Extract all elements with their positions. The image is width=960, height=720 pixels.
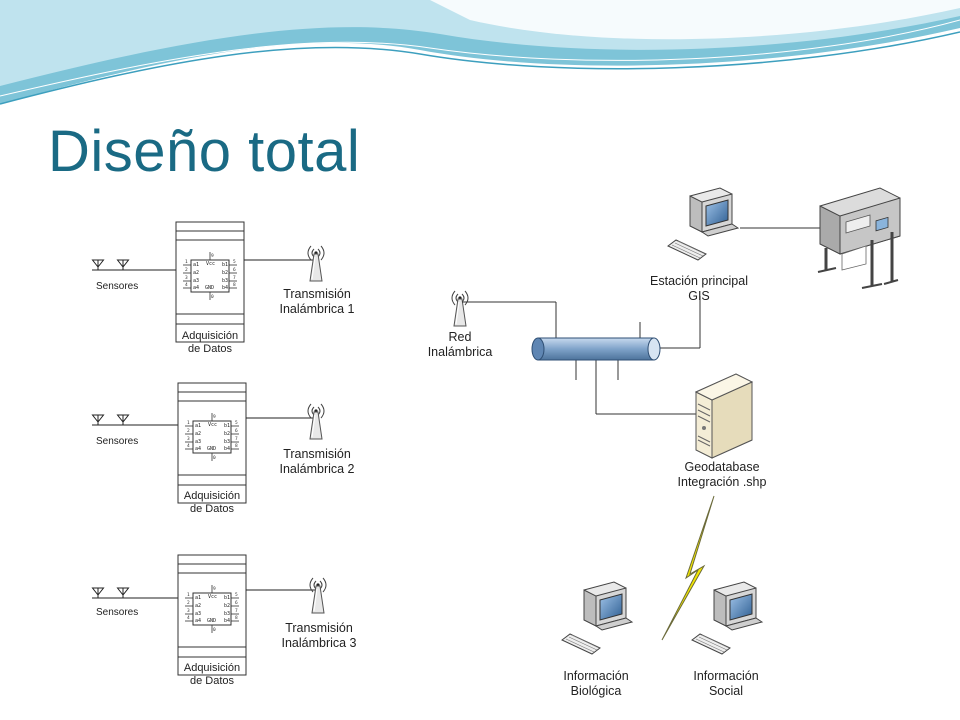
geodatabase-label: Geodatabase Integración .shp	[677, 460, 767, 489]
sensor-pair-1	[91, 259, 190, 271]
slide-title: Diseño total	[48, 119, 361, 184]
chip-pin-label: b2	[222, 270, 229, 276]
acquisition-board-3	[177, 554, 247, 676]
antenna-icon	[307, 245, 325, 282]
acquisition-board-2	[177, 382, 247, 504]
lightning-icon	[661, 495, 715, 641]
chip-pin-label: a1	[195, 595, 202, 601]
chip-pin-label: a4	[193, 285, 200, 291]
chip-pin-label: Vcc	[208, 422, 218, 428]
chip-pin-label: b1	[224, 423, 231, 429]
chip-pin-label: a3	[195, 611, 202, 617]
transmitter-label: Transmisión Inalámbrica 2	[279, 447, 355, 476]
client-computer-icon	[691, 581, 763, 655]
chip-pin-label: Vcc	[208, 594, 218, 600]
chip-pin-label: b1	[222, 262, 229, 268]
client-social-label: Información Social	[693, 669, 759, 698]
chip-pin-label: b3	[224, 439, 231, 445]
acquisition-label: Adquisición de Datos	[183, 490, 241, 515]
chip-pin-label: Vcc	[206, 261, 216, 267]
sensors-label: Sensores	[96, 607, 139, 618]
transmitter-label: Transmisión Inalámbrica 1	[279, 287, 355, 316]
chip-pin-label: a1	[193, 262, 200, 268]
chip-pin-label: a4	[195, 446, 202, 452]
sensor-pair-3	[91, 587, 192, 599]
sensors-label: Sensores	[96, 281, 139, 292]
sensor-pair-2	[91, 414, 192, 426]
server-icon	[694, 373, 754, 459]
antenna-icon	[307, 403, 325, 440]
chip-pin-label: a3	[193, 278, 200, 284]
network-links	[462, 227, 820, 415]
acquisition-label: Adquisición de Datos	[183, 662, 241, 687]
chip-pin-label: GND	[205, 285, 215, 291]
chip-pin-label: b3	[224, 611, 231, 617]
chip-pin-label: b2	[224, 603, 231, 609]
client-computer-icon	[561, 581, 633, 655]
chip-pin-label: a3	[195, 439, 202, 445]
chip-pin-label: b2	[224, 431, 231, 437]
sensors-label: Sensores	[96, 436, 139, 447]
plotter-icon	[817, 187, 901, 289]
chip-pin-label: a2	[193, 270, 200, 276]
chip-pin-label: a4	[195, 618, 202, 624]
chip-pin-label: b4	[224, 446, 231, 452]
station-label: Estación principal GIS	[650, 274, 748, 303]
antenna-icon	[451, 290, 469, 327]
chip-pin-label: a1	[195, 423, 202, 429]
workstation-icon	[667, 187, 739, 261]
chip-pin-label: GND	[207, 446, 217, 452]
network-bus	[531, 337, 661, 361]
antenna-icon	[309, 577, 327, 614]
wireless-network-label: Red Inalámbrica	[427, 330, 493, 359]
transmitter-label: Transmisión Inalámbrica 3	[281, 621, 357, 650]
chip-pin-label: b4	[224, 618, 231, 624]
chip-pin-label: b1	[224, 595, 231, 601]
header-swoosh	[0, 0, 960, 105]
chip-pin-label: b4	[222, 285, 229, 291]
chip-pin-label: a2	[195, 603, 202, 609]
chip-pin-label: b3	[222, 278, 229, 284]
acquisition-board-1	[175, 221, 245, 343]
client-bio-label: Información Biológica	[563, 669, 629, 698]
chip-pin-label: GND	[207, 618, 217, 624]
chip-pin-label: a2	[195, 431, 202, 437]
acquisition-label: Adquisición de Datos	[181, 330, 239, 355]
